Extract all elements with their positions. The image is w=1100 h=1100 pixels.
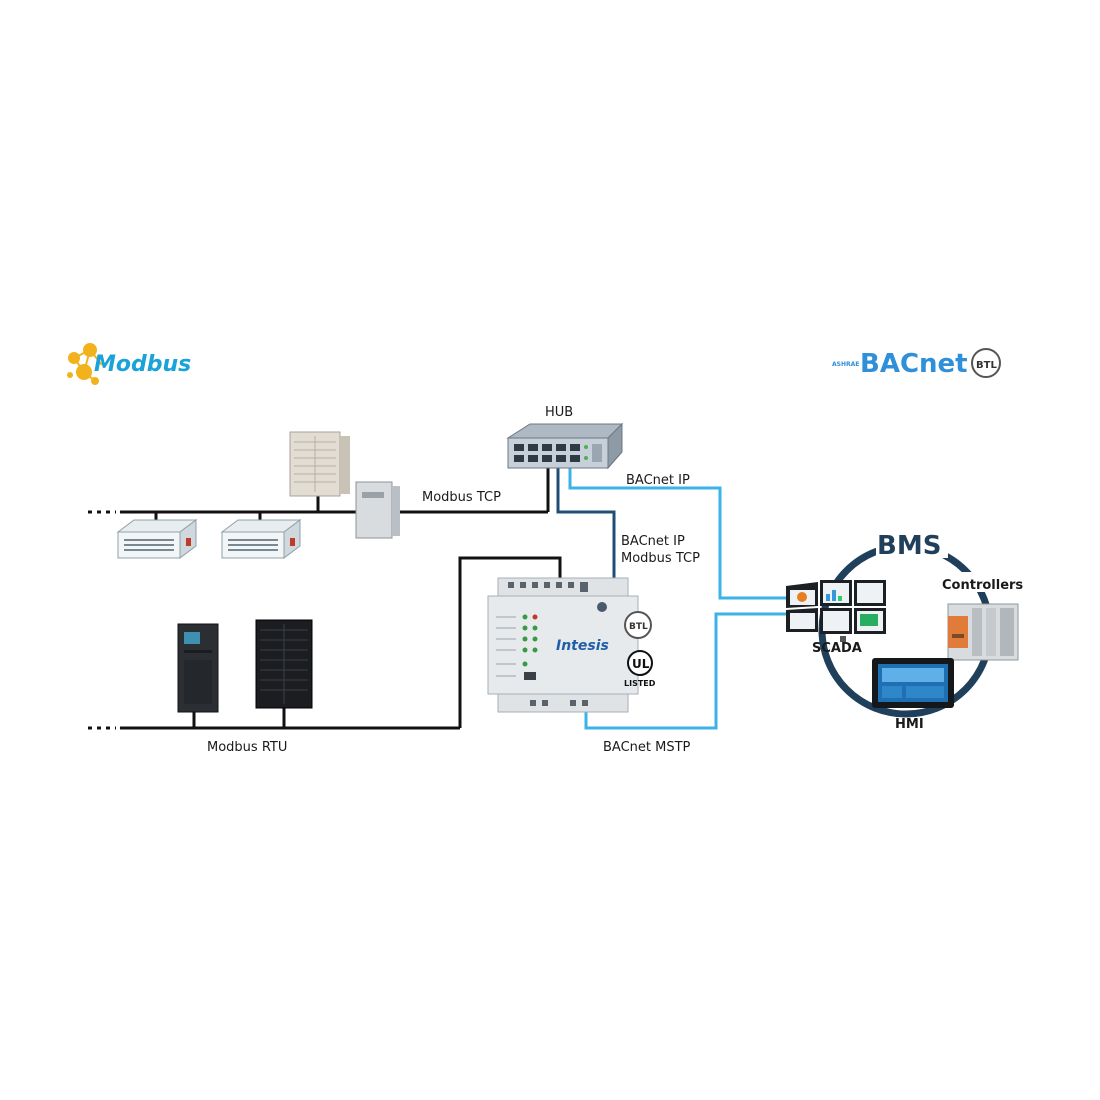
modbus-network-icon (67, 343, 103, 385)
bacnet-mstp-link (584, 612, 786, 730)
bacnet-mstp-label: BACnet MSTP (603, 740, 691, 755)
bms-group: BMS Controllers SCADA (786, 528, 1023, 732)
intesis-gateway-device: Intesis BTL UL LISTED (487, 577, 656, 713)
modbus-tcp-gateway-label: Modbus TCP (621, 551, 700, 566)
modbus-logo-text: Modbus (94, 352, 191, 377)
bacnet-ip-label: BACnet IP (621, 534, 685, 549)
btl-logo-text: BTL (976, 360, 997, 371)
gateway-btl-text: BTL (629, 622, 648, 632)
hmi-panel-device (872, 658, 954, 708)
modbus-rtu-gateway-link (458, 556, 562, 728)
indoor-unit-2-device (220, 519, 302, 559)
scada-screens (786, 580, 886, 642)
hub-device (506, 422, 624, 470)
hub-label: HUB (545, 405, 573, 420)
scada-label: SCADA (812, 641, 862, 656)
gateway-btl-badge-icon (624, 611, 652, 639)
server-rack-device (255, 619, 313, 709)
outdoor-unit-device (289, 431, 350, 497)
ul-listed-badge-icon (627, 650, 653, 676)
status-leds (522, 614, 538, 667)
connection-lines (88, 468, 786, 730)
controllers-label: Controllers (942, 578, 1023, 593)
hmi-label: HMI (895, 717, 924, 732)
bacnet-ip-link (568, 468, 786, 600)
intesis-brand-text: Intesis (556, 638, 609, 654)
bacnet-ip-top-label: BACnet IP (626, 473, 690, 488)
btl-badge-icon (971, 348, 1001, 378)
hub-gateway-link (556, 468, 616, 580)
modbus-tcp-label: Modbus TCP (422, 490, 501, 505)
modbus-rtu-label: Modbus RTU (207, 740, 287, 755)
bacnet-logo-text: BACnet (860, 349, 968, 379)
ups-cabinet-device (177, 623, 219, 713)
modbus-logo: Modbus (67, 343, 191, 385)
bms-label: BMS (877, 531, 941, 561)
controller-plc-device (947, 603, 1019, 661)
bacnet-logo: ASHRAE BACnet BTL (832, 348, 1001, 379)
ul-text: UL (632, 657, 650, 671)
indoor-unit-1-device (116, 519, 198, 559)
ashrae-logo-text: ASHRAE (832, 361, 859, 368)
modbus-tcp-adapter-device (355, 481, 400, 539)
usb-port (524, 672, 536, 680)
listed-text: LISTED (624, 679, 656, 688)
